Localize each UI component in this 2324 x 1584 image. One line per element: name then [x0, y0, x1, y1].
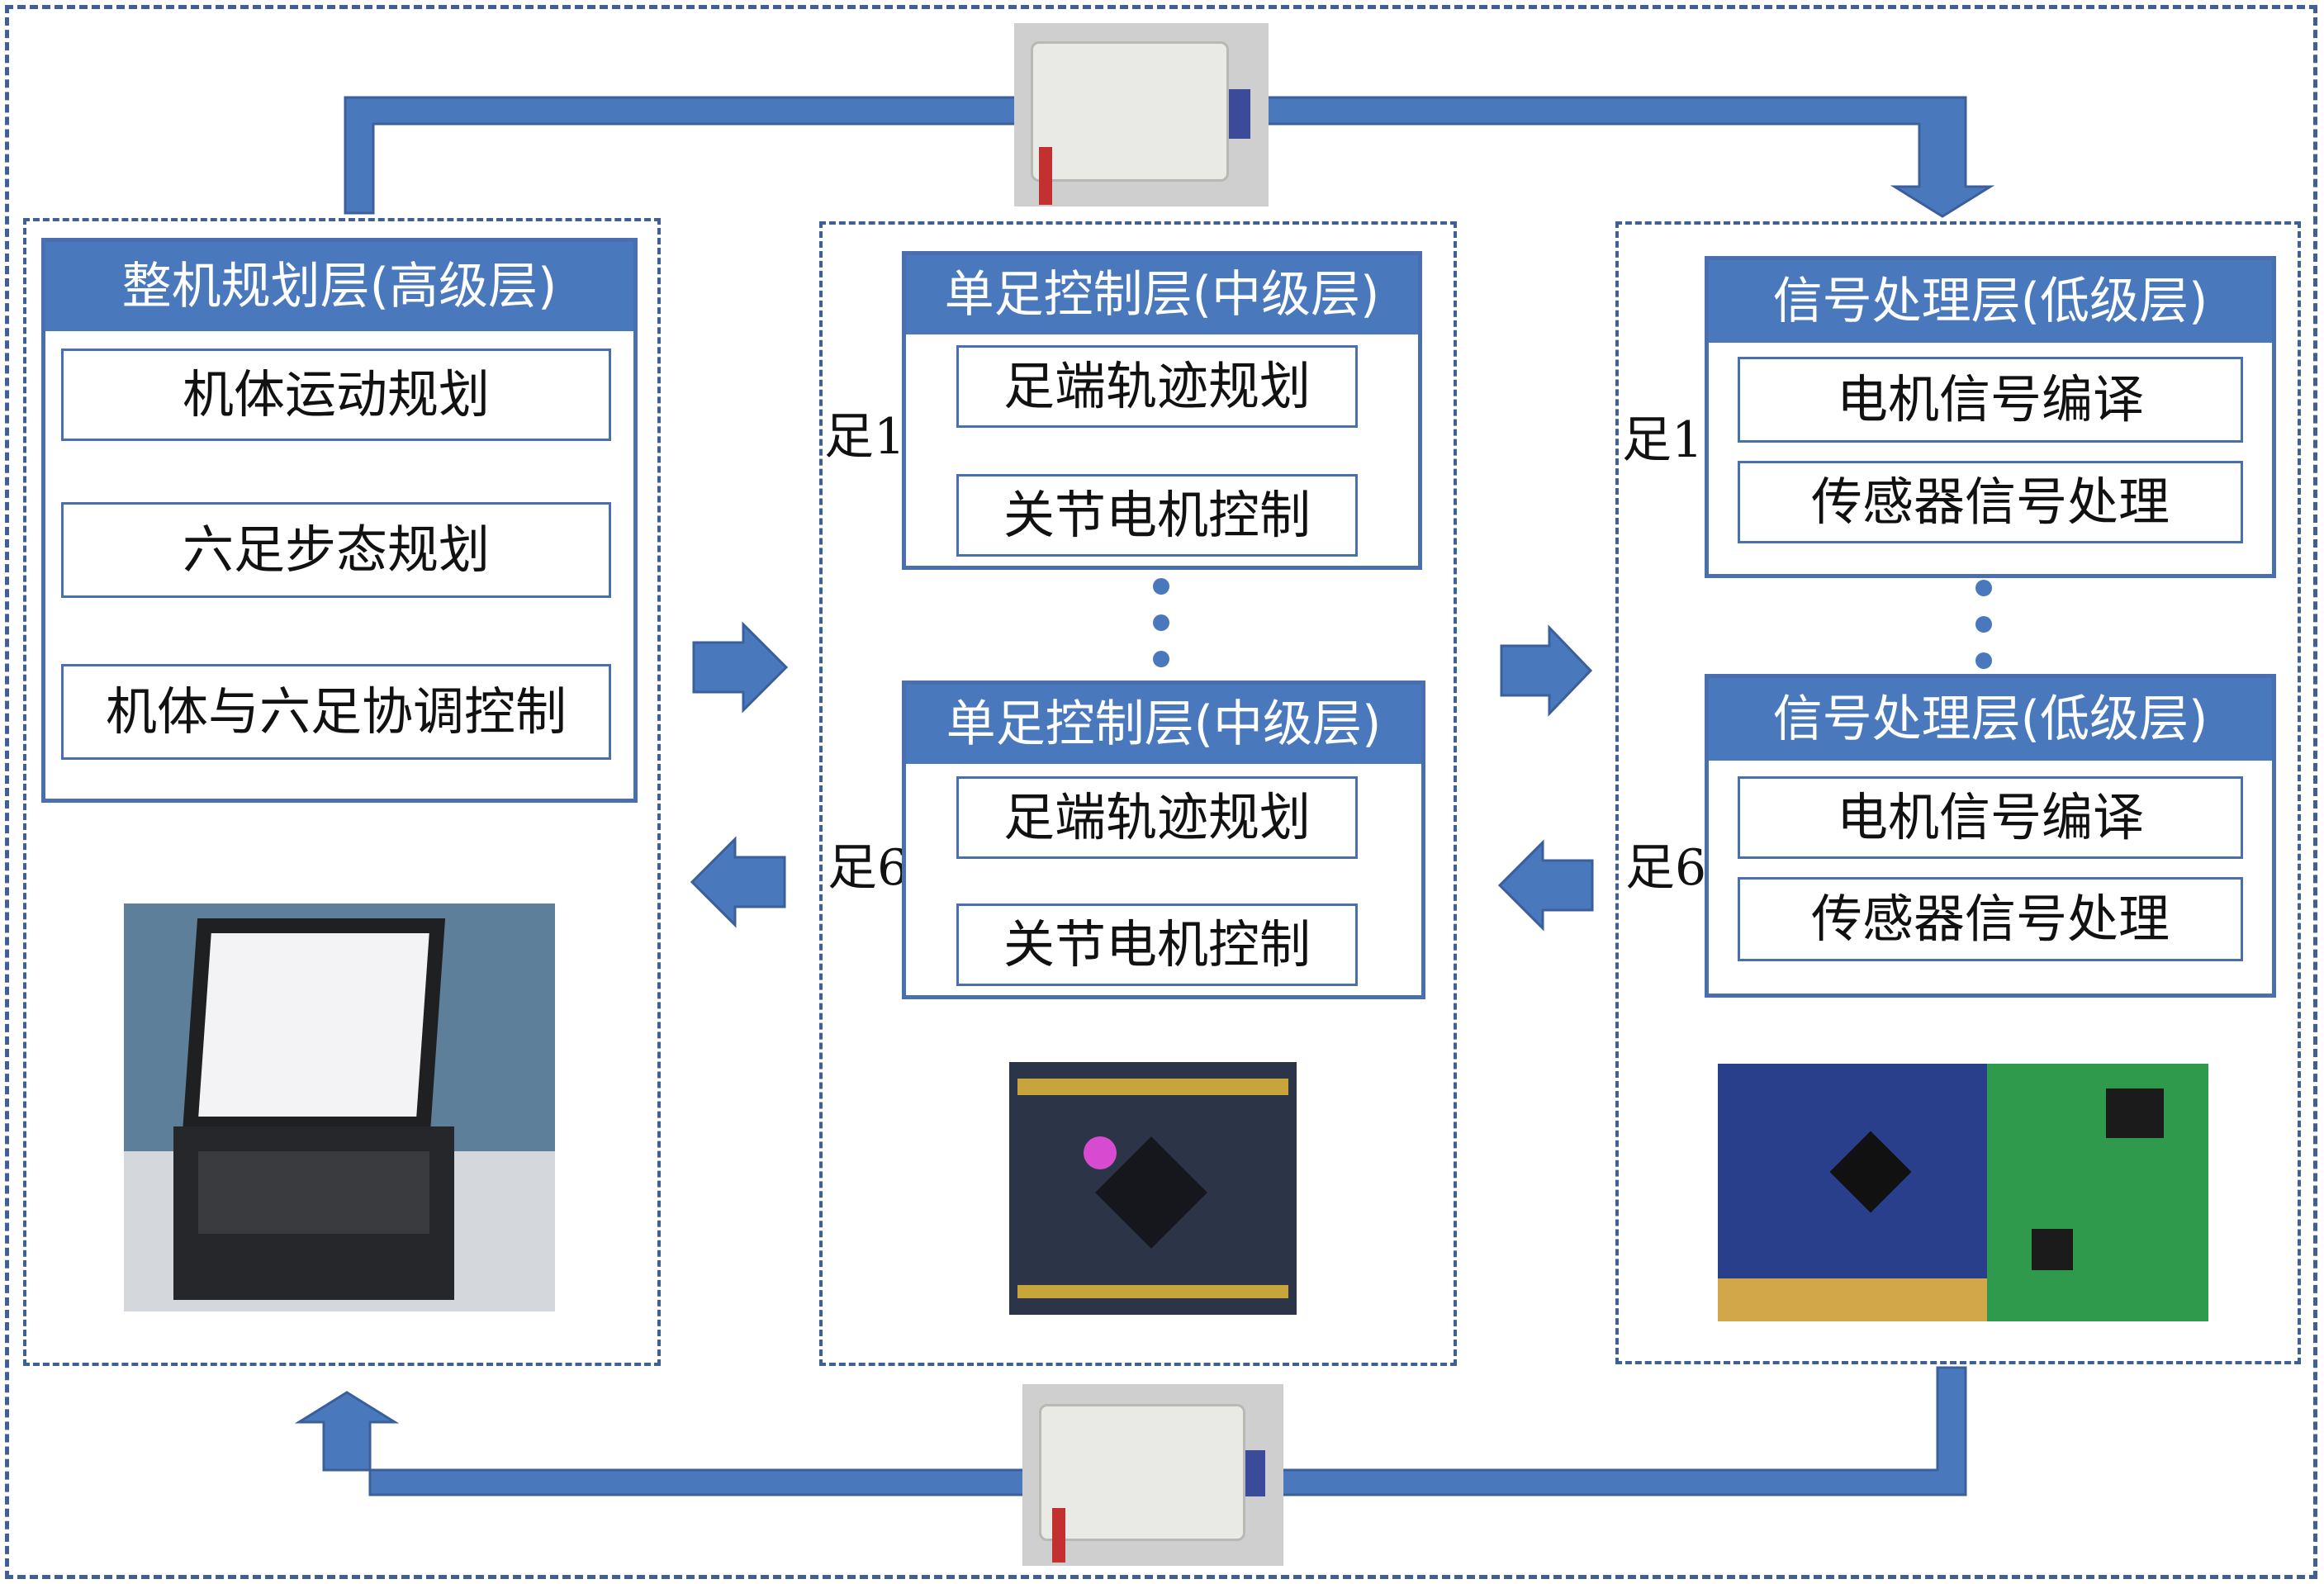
- layer-title: 信号处理层(低级层): [1709, 678, 2272, 761]
- motor-signal-compile: 电机信号编译: [1738, 776, 2243, 859]
- right-arrow-icon: [1500, 624, 1593, 717]
- controller-board-photo: [1009, 1062, 1297, 1315]
- body-leg-coordination: 机体与六足协调控制: [61, 664, 611, 760]
- laptop-photo: [124, 903, 555, 1311]
- wireless-module-photo-bottom: [1022, 1384, 1283, 1566]
- leg-label: 足6: [1625, 839, 1707, 897]
- left-arrow-icon: [690, 836, 786, 928]
- bottom-loop-arrow: [294, 1366, 1967, 1496]
- outer-frame: [5, 5, 2317, 1579]
- joint-motor-control: 关节电机控制: [956, 903, 1358, 986]
- ellipsis-dots-icon: [1153, 578, 1169, 669]
- leg-label: 足6: [828, 839, 909, 897]
- right-arrow-icon: [692, 621, 789, 714]
- layer-title: 单足控制层(中级层): [906, 255, 1418, 334]
- joint-motor-control: 关节电机控制: [956, 474, 1358, 557]
- leg-label: 足1: [1622, 411, 1704, 469]
- ellipsis-dots-icon: [1975, 580, 1992, 671]
- high-level-panel: [23, 218, 661, 1366]
- hexapod-gait-planning: 六足步态规划: [61, 502, 611, 598]
- signal-boards-photo: [1718, 1064, 2208, 1321]
- mid-level-panel: [819, 221, 1457, 1366]
- wireless-module-photo-top: [1014, 23, 1269, 206]
- foot-trajectory-planning: 足端轨迹规划: [956, 776, 1358, 859]
- layer-title: 单足控制层(中级层): [906, 685, 1421, 764]
- foot-trajectory-planning: 足端轨迹规划: [956, 345, 1358, 428]
- sensor-signal-processing: 传感器信号处理: [1738, 877, 2243, 961]
- layer-title: 整机规划层(高级层): [45, 242, 633, 331]
- sensor-signal-processing: 传感器信号处理: [1738, 461, 2243, 543]
- motor-signal-compile: 电机信号编译: [1738, 357, 2243, 443]
- layer-title: 信号处理层(低级层): [1709, 260, 2272, 343]
- body-motion-planning: 机体运动规划: [61, 349, 611, 441]
- left-arrow-icon: [1497, 839, 1594, 932]
- leg-label: 足1: [824, 408, 906, 466]
- low-level-panel: [1615, 221, 2301, 1364]
